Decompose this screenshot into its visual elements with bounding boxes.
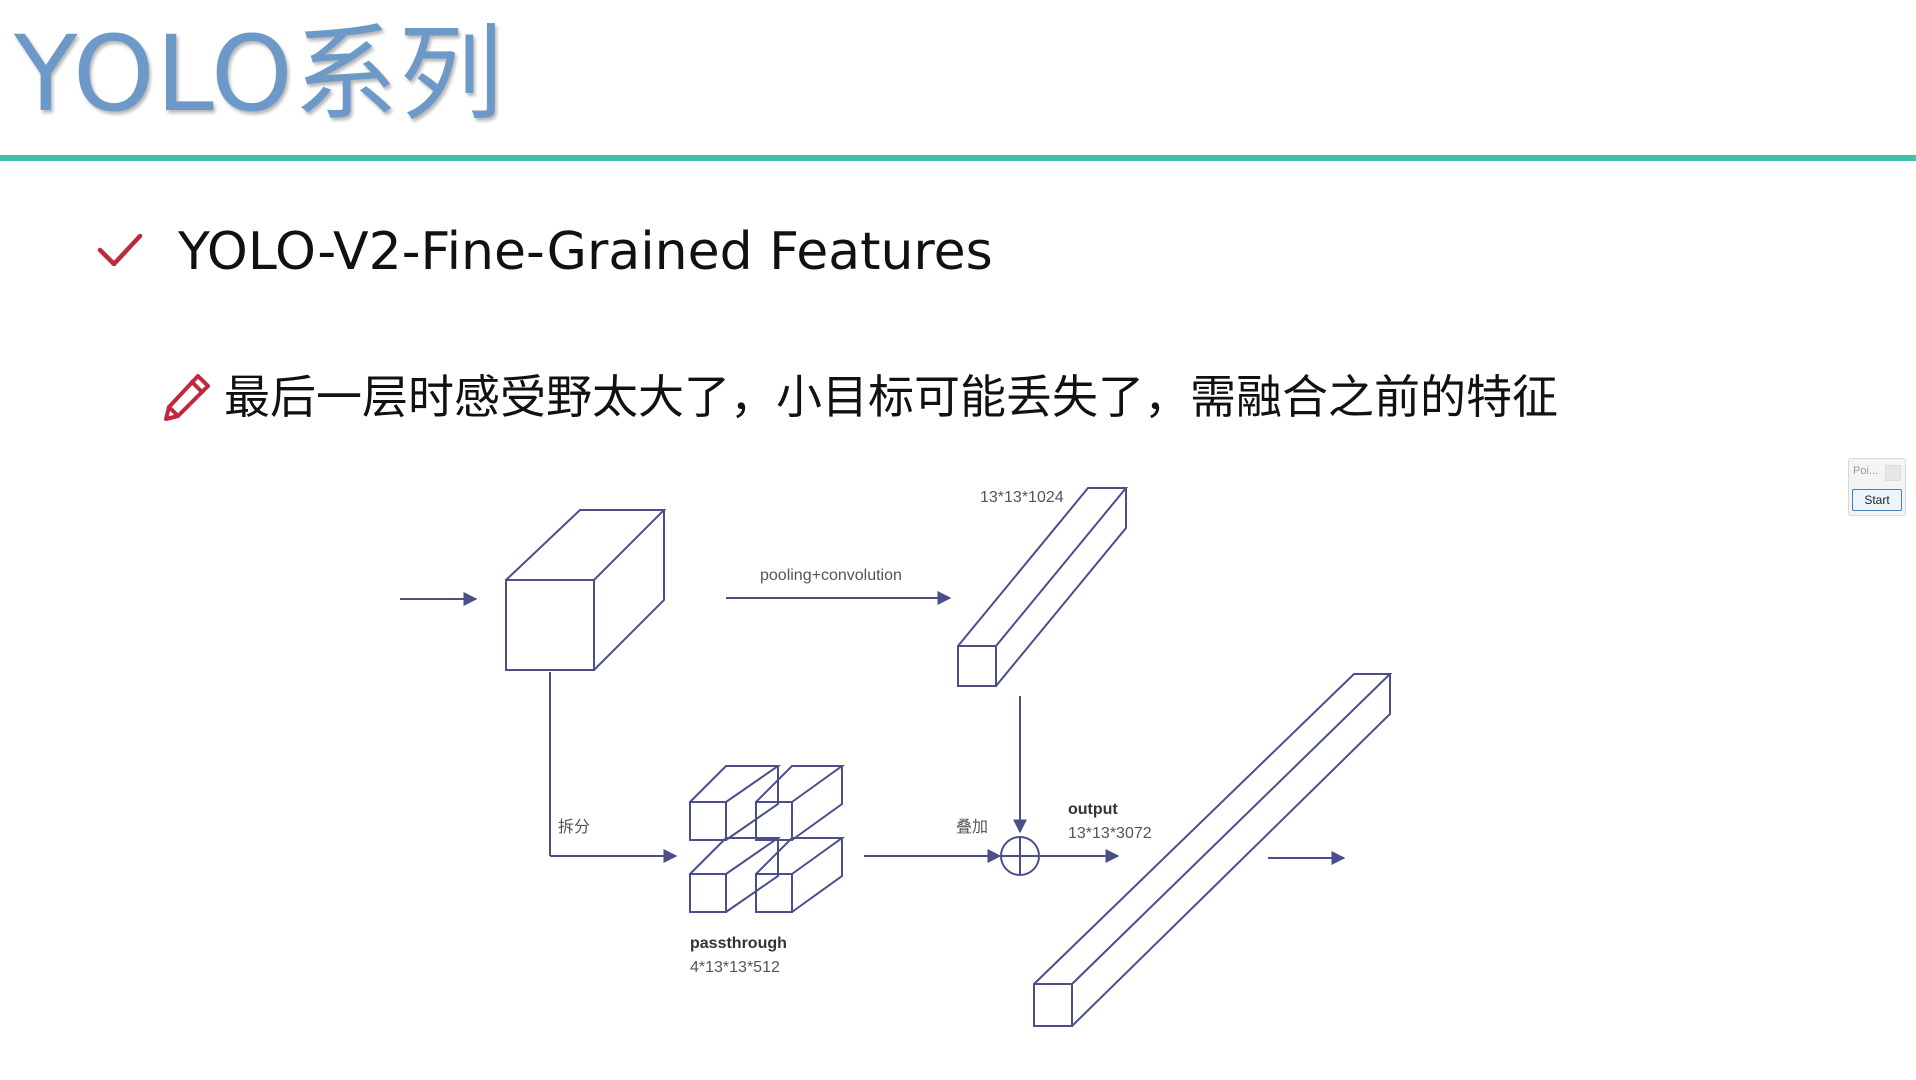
passthrough-cube-4: [755, 837, 846, 913]
slide-title: YOLO系列: [14, 13, 504, 135]
top-bar-shape-label: 13*13*1024: [980, 489, 1064, 506]
passthrough-cube-1: [689, 765, 782, 841]
title-divider: [0, 155, 1916, 161]
split-label: 拆分: [558, 818, 590, 836]
stack-label: 叠加: [956, 818, 988, 836]
widget-checkbox[interactable]: [1885, 465, 1901, 481]
passthrough-label: passthrough: [690, 935, 787, 952]
output-feature-bar: [1033, 673, 1393, 1027]
passthrough-diagram: 13*13*1024 pooling+convolution 拆分 叠加 out…: [400, 487, 1393, 1027]
output-label: output: [1068, 801, 1118, 818]
checkmark-icon: [97, 233, 143, 267]
pooling-convolution-label: pooling+convolution: [760, 567, 902, 584]
slide-heading: YOLO-V2-Fine-Grained Features: [178, 222, 993, 282]
passthrough-shape-label: 4*13*13*512: [690, 959, 780, 976]
pooled-feature-bar: [957, 487, 1129, 687]
concat-plus-symbol: [1000, 836, 1040, 876]
pencil-icon: [164, 374, 210, 421]
start-button[interactable]: Start: [1852, 489, 1902, 511]
bullet-text: 最后一层时感受野太大了，小目标可能丢失了，需融合之前的特征: [224, 370, 1558, 424]
input-feature-cube: [505, 509, 667, 671]
output-shape-label: 13*13*3072: [1068, 825, 1152, 842]
pointer-widget: Poi... Start: [1848, 458, 1906, 516]
passthrough-cube-2: [755, 765, 846, 841]
widget-name: Poi...: [1853, 465, 1879, 477]
